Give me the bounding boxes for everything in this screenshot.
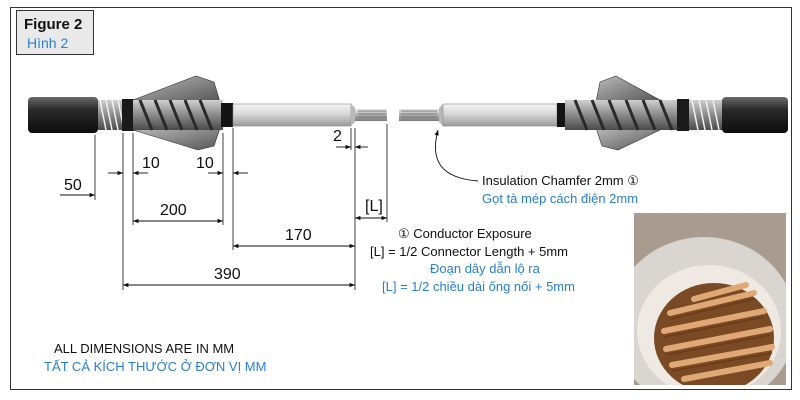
units-note-en: ALL DIMENSIONS ARE IN MM bbox=[54, 341, 234, 356]
chamfer-note-vi: Gọt tà mép cách điện 2mm bbox=[482, 191, 638, 206]
left-cable-end bbox=[28, 75, 387, 151]
dim-2-label: 2 bbox=[333, 128, 342, 145]
dim-170-label: 170 bbox=[285, 227, 312, 244]
units-note-vi: TẤT CẢ KÍCH THƯỚC Ở ĐƠN VỊ MM bbox=[44, 359, 266, 374]
semicon-band-right bbox=[557, 103, 565, 127]
insulation-left bbox=[232, 103, 352, 127]
dim-10-right-label: 10 bbox=[196, 155, 214, 172]
screen-fan-bottom-right bbox=[595, 127, 661, 151]
dim-L-label: [L] bbox=[365, 198, 383, 215]
right-cable-end bbox=[399, 75, 788, 151]
conductor-right bbox=[399, 109, 439, 121]
conductor-note-formula-vi: [L] = 1/2 chiều dài ống nối + 5mm bbox=[382, 279, 575, 294]
figure-label-box: Figure 2 Hình 2 bbox=[16, 10, 94, 55]
screen-fan-top-left bbox=[132, 75, 221, 103]
chamfer-leader bbox=[434, 129, 479, 182]
conductor-note-formula-en: [L] = 1/2 Connector Length + 5mm bbox=[370, 244, 568, 259]
dim-200-label: 200 bbox=[160, 202, 187, 219]
outer-jacket-right bbox=[722, 97, 788, 133]
outer-jacket-left bbox=[28, 97, 98, 133]
dim-50-label: 50 bbox=[64, 177, 82, 194]
screen-fan-bottom-left bbox=[132, 127, 221, 151]
screen-fan-top-right bbox=[595, 75, 662, 103]
conductor-photo bbox=[634, 213, 786, 385]
extension-lines bbox=[94, 124, 388, 290]
insulation-right bbox=[442, 103, 558, 127]
dim-390-label: 390 bbox=[214, 266, 241, 283]
figure-title-vi: Hình 2 bbox=[27, 35, 69, 51]
chamfer-note-en: Insulation Chamfer 2mm ① bbox=[482, 173, 639, 188]
conductor-note-title-en: ① Conductor Exposure bbox=[398, 226, 532, 241]
screen-band-right bbox=[677, 99, 689, 131]
screen-band-left bbox=[122, 99, 134, 131]
conductor-left bbox=[355, 109, 387, 121]
semicon-band-left bbox=[221, 103, 233, 127]
figure-title: Figure 2 bbox=[24, 16, 83, 33]
conductor-note-title-vi: Đoạn dây dẫn lộ ra bbox=[430, 261, 541, 276]
dimension-lines bbox=[60, 144, 387, 288]
dim-10-left-label: 10 bbox=[142, 155, 160, 172]
